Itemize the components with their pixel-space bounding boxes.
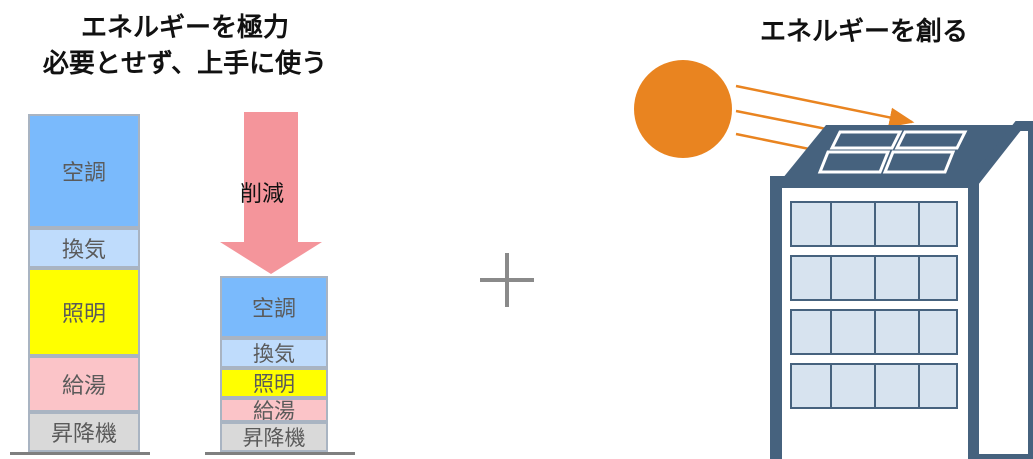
after-baseline [205, 452, 355, 455]
after-block-ventilation: 換気 [220, 338, 328, 368]
before-label-lighting: 照明 [61, 302, 106, 327]
after-label-aircon: 空調 [251, 297, 296, 322]
before-block-aircon: 空調 [28, 114, 140, 228]
after-label-ventilation: 換気 [253, 342, 295, 366]
right-title: エネルギーを創る [760, 17, 969, 47]
after-block-hot-water: 給湯 [220, 398, 328, 422]
before-label-ventilation: 換気 [61, 238, 106, 263]
left-title-line-1: エネルギーを極力 [80, 13, 289, 43]
after-block-aircon: 空調 [220, 276, 328, 338]
before-block-ventilation: 換気 [28, 228, 140, 268]
before-block-elevator: 昇降機 [28, 412, 140, 452]
before-label-hot-water: 給湯 [61, 374, 106, 399]
after-block-elevator: 昇降機 [220, 422, 328, 452]
before-baseline [10, 452, 150, 455]
reduction-label: 削減 [240, 182, 285, 207]
before-block-lighting: 照明 [28, 268, 140, 356]
after-block-lighting: 照明 [220, 368, 328, 398]
plus-sign [480, 253, 534, 307]
after-label-elevator: 昇降機 [242, 426, 306, 450]
before-block-hot-water: 給湯 [28, 356, 140, 412]
sun-icon [634, 60, 732, 158]
after-label-lighting: 照明 [253, 372, 295, 396]
building-side [969, 121, 1033, 459]
before-label-elevator: 昇降機 [50, 422, 117, 447]
building-windows [790, 201, 958, 409]
building-icon [770, 121, 1033, 459]
before-label-aircon: 空調 [61, 161, 106, 186]
after-label-hot-water: 給湯 [253, 399, 295, 422]
left-title: エネルギーを極力 必要とせず、上手に使う [0, 10, 370, 82]
solar-panels [817, 130, 968, 174]
reduction-arrow [220, 112, 322, 274]
left-title-line-2: 必要とせず、上手に使う [42, 49, 328, 79]
